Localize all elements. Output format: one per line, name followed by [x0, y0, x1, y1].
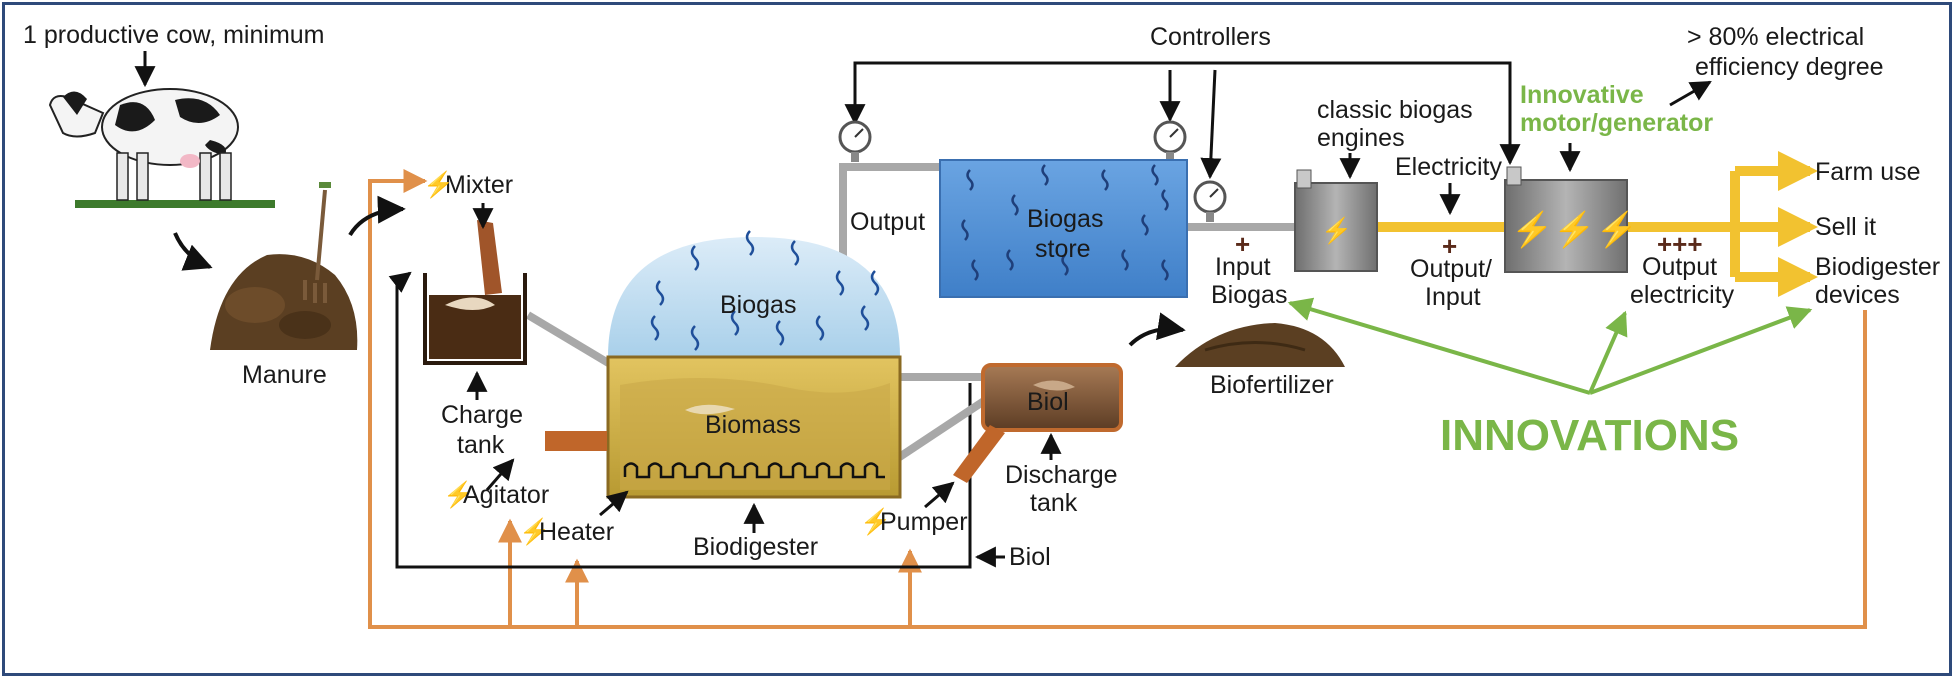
innovative-label-2: motor/generator	[1520, 109, 1713, 137]
electricity-pipes	[1377, 151, 1818, 297]
input-biogas-label-2: Biogas	[1211, 281, 1287, 309]
output-electricity-label-1: Output	[1642, 253, 1717, 281]
farm-use-label: Farm use	[1815, 158, 1921, 186]
biogas-label: Biogas	[720, 291, 796, 319]
cow-to-manure-arrow	[173, 232, 213, 271]
controller-wires	[844, 61, 1521, 180]
classic-engines-label-2: engines	[1317, 124, 1405, 152]
biofertilizer-label: Biofertilizer	[1210, 371, 1334, 399]
sell-it-label: Sell it	[1815, 213, 1876, 241]
discharge-tank-label-1: Discharge	[1005, 461, 1118, 489]
biodigester	[545, 237, 902, 499]
discharge-tank	[953, 363, 1123, 483]
manure-label: Manure	[242, 361, 327, 389]
output-electricity-label-2: electricity	[1630, 281, 1735, 309]
charge-tank-label-1: Charge	[441, 401, 523, 429]
pumper-arrow	[924, 481, 955, 509]
output-input-plus: +	[1442, 231, 1457, 261]
biogas-store	[939, 159, 1188, 298]
efficiency-label-1: > 80% electrical	[1687, 23, 1864, 51]
gauge-icon	[838, 120, 872, 162]
output-input-label-2: Input	[1425, 283, 1481, 311]
cow-caption: 1 productive cow, minimum	[23, 21, 325, 49]
agitator-label: Agitator	[463, 481, 549, 509]
input-biogas-label-1: Input	[1215, 253, 1271, 281]
input-biogas-plus: +	[1235, 229, 1250, 259]
heater-arrow	[599, 490, 629, 517]
lightning-bolt-icon: ⚡	[519, 517, 550, 547]
classic-engines-label-1: classic biogas	[1317, 96, 1473, 124]
lightning-bolt-icon: ⚡	[423, 170, 454, 200]
innovative-generator	[1504, 166, 1628, 273]
cow-icon	[48, 88, 275, 208]
biol-tank-label: Biol	[1027, 388, 1069, 416]
lightning-bolt-icon: ⚡	[443, 480, 474, 510]
power-supply-lines	[368, 169, 1867, 629]
pumper-label: Pumper	[880, 508, 968, 536]
charge-tank	[423, 220, 527, 365]
efficiency-label-2: efficiency degree	[1695, 53, 1884, 81]
manure-to-mixter-arrow	[348, 195, 406, 237]
manure-pile-icon	[210, 254, 358, 350]
biodigester-devices-label-2: devices	[1815, 281, 1900, 309]
output-electricity-plus: +++	[1657, 229, 1703, 259]
output-input-label-1: Output/	[1410, 255, 1492, 283]
heater-label: Heater	[539, 518, 614, 546]
biol-return-line	[388, 271, 972, 569]
gauge-icon	[1153, 120, 1187, 162]
gauge-icon	[1193, 180, 1227, 222]
innovative-label-1: Innovative	[1520, 81, 1644, 109]
innovations-label: INNOVATIONS	[1440, 411, 1739, 460]
gas-pipes	[525, 163, 1295, 464]
controllers-label: Controllers	[1150, 23, 1271, 51]
biodigester-devices-label-1: Biodigester	[1815, 253, 1940, 281]
output-label: Output	[850, 208, 925, 236]
efficiency-arrow	[1669, 80, 1712, 107]
biol-return-label: Biol	[1009, 543, 1051, 571]
biogas-store-label-2: store	[1035, 235, 1091, 263]
discharge-tank-label-2: tank	[1030, 489, 1078, 517]
biogas-system-diagram: 1 productive cow, minimum Manure Mixter …	[23, 21, 1940, 629]
classic-engine	[1294, 169, 1378, 272]
lightning-bolt-icon: ⚡	[1321, 216, 1352, 246]
biogas-bubbles	[650, 230, 880, 351]
biol-to-biofertilizer-arrow	[1128, 312, 1186, 347]
electricity-label: Electricity	[1395, 153, 1502, 181]
lightning-bolt-icon: ⚡⚡⚡	[1511, 210, 1638, 250]
innovation-arrows	[1287, 297, 1813, 395]
lightning-bolt-icon: ⚡	[860, 507, 891, 537]
biogas-store-label-1: Biogas	[1027, 205, 1103, 233]
mixter-label: Mixter	[445, 171, 513, 199]
biomass-label: Biomass	[705, 411, 801, 439]
biofertilizer-pile-icon	[1175, 323, 1345, 367]
pitchfork-icon	[303, 182, 331, 303]
charge-tank-label-2: tank	[457, 431, 505, 459]
agitator-arrow	[485, 458, 515, 491]
biodigester-label: Biodigester	[693, 533, 818, 561]
